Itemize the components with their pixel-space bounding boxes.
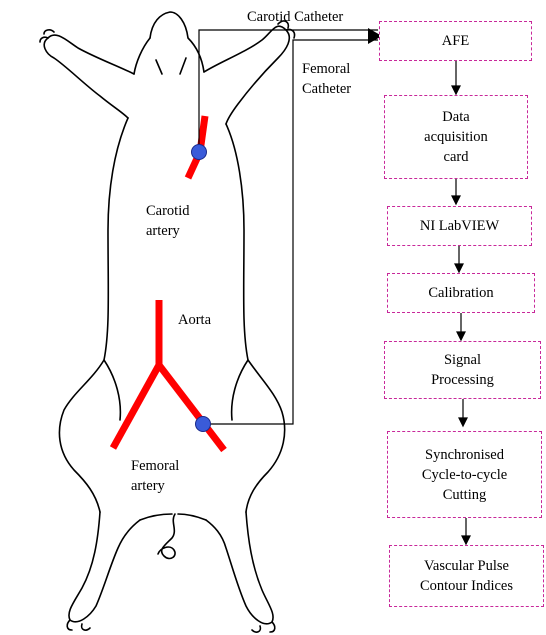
rat-torso-left [59, 118, 128, 512]
pipeline-label-calibration: Calibration [428, 283, 493, 303]
pipeline-label-cycle-cutting: Synchronised Cycle-to-cycle Cutting [422, 445, 507, 505]
rat-left-forelimb [44, 35, 134, 118]
femoral-catheter-label: Femoral Catheter [302, 59, 351, 99]
pipeline-box-labview: NI LabVIEW [387, 206, 532, 246]
rat-tail [158, 514, 175, 558]
pipeline-box-contour-indices: Vascular Pulse Contour Indices [389, 545, 544, 607]
pipeline-label-afe: AFE [442, 31, 469, 51]
rat-right-hindlimb [206, 512, 273, 624]
femoral-catheter-site [196, 417, 211, 432]
pipeline-box-afe: AFE [379, 21, 532, 61]
carotid-artery-label: Carotid artery [146, 201, 190, 241]
carotid-catheter-line [199, 30, 378, 152]
pipeline-box-calibration: Calibration [387, 273, 535, 313]
carotid-catheter-label: Carotid Catheter [247, 8, 343, 27]
pipeline-label-data-acquisition: Data acquisition card [424, 107, 488, 167]
rat-right-forelimb [204, 26, 289, 124]
rat-torso-right [226, 124, 285, 512]
femoral-catheter-line [203, 40, 378, 424]
femoral-artery-label: Femoral artery [131, 456, 179, 496]
pipeline-box-data-acquisition: Data acquisition card [384, 95, 528, 179]
pipeline-box-cycle-cutting: Synchronised Cycle-to-cycle Cutting [387, 431, 542, 518]
pipeline-box-signal-processing: Signal Processing [384, 341, 541, 399]
aorta-label: Aorta [178, 311, 211, 330]
rat-left-hindlimb [69, 512, 140, 622]
pipeline-label-signal-processing: Signal Processing [431, 350, 494, 390]
pipeline-label-contour-indices: Vascular Pulse Contour Indices [420, 556, 513, 596]
carotid-catheter-site [192, 145, 207, 160]
right-femoral-vessel [159, 365, 224, 450]
pipeline-label-labview: NI LabVIEW [420, 216, 499, 236]
rat-head-left [134, 38, 150, 74]
